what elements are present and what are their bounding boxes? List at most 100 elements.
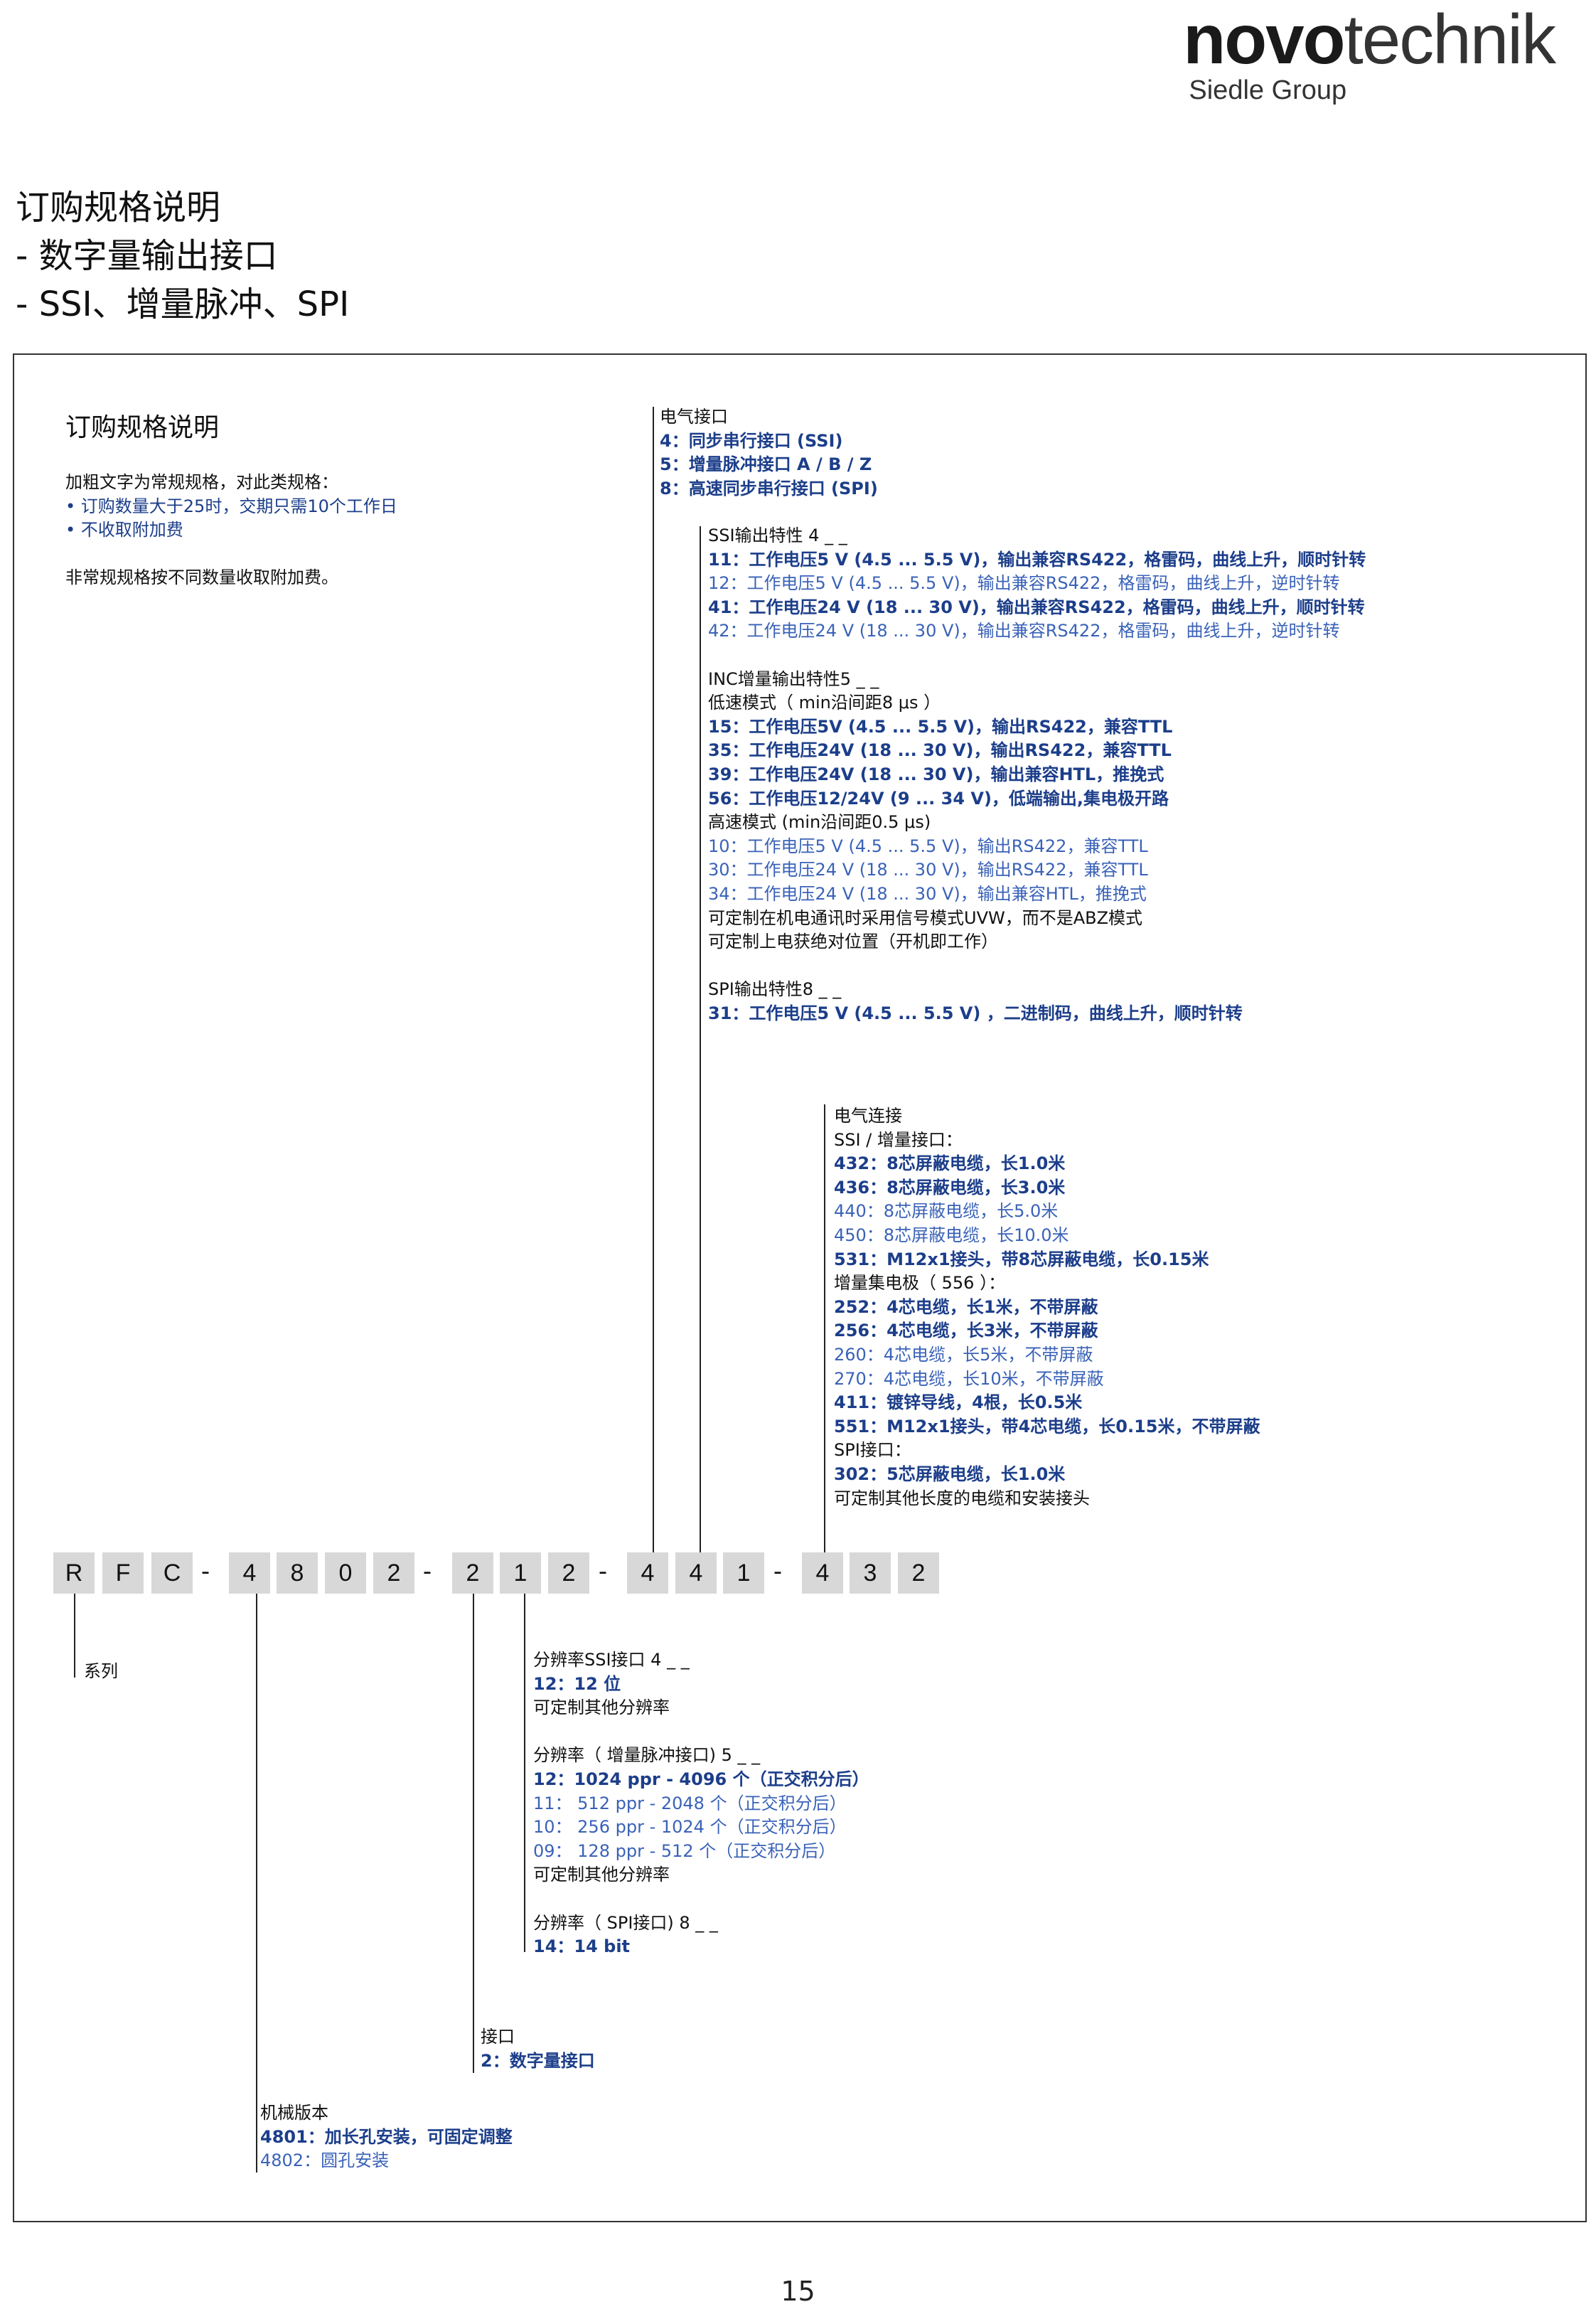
intro-text: 非常规规格按不同数量收取附加费。: [65, 567, 338, 588]
section-title: 机械版本: [260, 2103, 328, 2123]
connector-line-series: [74, 1594, 75, 1678]
code-char: 2: [898, 1552, 939, 1594]
intro-heading: 订购规格说明: [65, 413, 220, 442]
code-char: 0: [325, 1552, 366, 1594]
page-title-line: 订购规格说明: [16, 188, 221, 228]
option-item: 42：工作电压24 V (18 ... 30 V)，输出兼容RS422，格雷码，…: [708, 621, 1340, 641]
option-item: 41：工作电压24 V (18 ... 30 V)，输出兼容RS422，格雷码，…: [708, 597, 1365, 617]
intro-bullet: • 不收取附加费: [65, 520, 183, 540]
note-text: 可定制上电获绝对位置（开机即工作）: [708, 932, 998, 952]
option-item: 4802：圆孔安装: [260, 2150, 390, 2171]
option-item: 411：镀锌导线，4根，长0.5米: [834, 1392, 1083, 1413]
option-item: 440：8芯屏蔽电缆，长5.0米: [834, 1201, 1059, 1222]
option-item: 432：8芯屏蔽电缆，长1.0米: [834, 1153, 1066, 1174]
option-item: 450：8芯屏蔽电缆，长10.0米: [834, 1225, 1069, 1245]
subsection-title: 低速模式（ min沿间距8 μs ）: [708, 693, 941, 713]
option-item: 39：工作电压24V (18 ... 30 V)，输出兼容HTL，推挽式: [708, 764, 1164, 784]
code-char: 2: [373, 1552, 414, 1594]
option-item: 270：4芯电缆，长10米，不带屏蔽: [834, 1368, 1104, 1389]
option-item: 31：工作电压5 V (4.5 ... 5.5 V) ，二进制码，曲线上升，顺时…: [708, 1003, 1243, 1023]
page-title-line: - SSI、增量脉冲、SPI: [16, 284, 350, 324]
code-char: 4: [802, 1552, 843, 1594]
logo-subtitle: Siedle Group: [1189, 75, 1347, 105]
subsection-title: SPI接口：: [834, 1440, 911, 1461]
option-item: 12：工作电压5 V (4.5 ... 5.5 V)，输出兼容RS422，格雷码…: [708, 573, 1340, 594]
section-title: 分辨率（ SPI接口) 8 _ _: [533, 1912, 718, 1933]
subsection-title: 增量集电极（ 556 ）：: [834, 1273, 1006, 1294]
option-item: 5：增量脉冲接口 A / B / Z: [660, 454, 872, 475]
option-item: 302：5芯屏蔽电缆，长1.0米: [834, 1464, 1066, 1484]
page-title: 订购规格说明 - 数字量输出接口 - SSI、增量脉冲、SPI: [16, 183, 349, 329]
section-title: SPI输出特性8 _ _: [708, 979, 842, 1000]
intro-text: 加粗文字为常规规格，对此类规格：: [65, 472, 338, 492]
code-char: 2: [548, 1552, 589, 1594]
logo-bold-text: novo: [1183, 0, 1345, 78]
option-item: 551：M12x1接头，带4芯电缆，长0.15米，不带屏蔽: [834, 1416, 1260, 1436]
option-item: 10： 256 ppr - 1024 个（正交积分后）: [533, 1817, 847, 1838]
code-char: 4: [675, 1552, 717, 1594]
option-item: 11：工作电压5 V (4.5 ... 5.5 V)，输出兼容RS422，格雷码…: [708, 549, 1366, 570]
section-title: 分辨率（ 增量脉冲接口) 5 _ _: [533, 1745, 761, 1766]
code-dash: -: [422, 1557, 432, 1586]
note-text: 可定制其他分辨率: [533, 1865, 670, 1885]
code-char: 2: [452, 1552, 493, 1594]
connector-line-electrical-interface: [653, 407, 654, 1552]
electrical-connection-section: 电气连接 SSI / 增量接口： 432：8芯屏蔽电缆，长1.0米 436：8芯…: [834, 1104, 1260, 1510]
code-char: F: [102, 1552, 144, 1594]
resolution-section: 分辨率SSI接口 4 _ _ 12：12 位 可定制其他分辨率 分辨率（ 增量脉…: [533, 1648, 869, 1959]
code-char: 8: [277, 1552, 318, 1594]
option-item: 8：高速同步串行接口 (SPI): [660, 478, 878, 499]
code-char: 4: [229, 1552, 270, 1594]
section-title: 电气接口: [660, 407, 728, 427]
code-dash: -: [773, 1557, 783, 1586]
subsection-title: SSI / 增量接口：: [834, 1129, 963, 1150]
logo-light-text: technik: [1344, 0, 1556, 78]
section-title: INC增量输出特性5 _ _: [708, 668, 879, 689]
order-spec-frame: [13, 353, 1587, 2222]
option-item: 34：工作电压24 V (18 ... 30 V)，输出兼容HTL，推挽式: [708, 883, 1147, 904]
section-title: 电气连接: [834, 1106, 902, 1126]
code-char: 4: [627, 1552, 668, 1594]
note-text: 可定制其他分辨率: [533, 1697, 670, 1718]
option-item: 14：14 bit: [533, 1936, 631, 1957]
section-title: SSI输出特性 4 _ _: [708, 526, 847, 545]
section-title: 分辨率SSI接口 4 _ _: [533, 1650, 690, 1670]
option-item: 12：1024 ppr - 4096 个（正交积分后）: [533, 1769, 869, 1789]
note-text: 可定制在机电通讯时采用信号模式UVW，而不是ABZ模式: [708, 907, 1143, 928]
electrical-interface-section: 电气接口 4：同步串行接口 (SSI) 5：增量脉冲接口 A / B / Z 8…: [660, 405, 878, 501]
intro-bullet: • 订购数量大于25时，交期只需10个工作日: [65, 496, 397, 516]
connector-line-output: [700, 526, 701, 1552]
option-item: 436：8芯屏蔽电缆，长3.0米: [834, 1177, 1066, 1198]
output-characteristics-section: SSI输出特性 4 _ _ 11：工作电压5 V (4.5 ... 5.5 V)…: [708, 524, 1366, 1025]
option-item: 4801：加长孔安装，可固定调整: [260, 2126, 513, 2147]
option-item: 252：4芯电缆，长1米，不带屏蔽: [834, 1296, 1098, 1317]
option-item: 2：数字量接口: [481, 2050, 595, 2071]
option-item: 11： 512 ppr - 2048 个（正交积分后）: [533, 1793, 847, 1813]
option-item: 256：4芯电缆，长3米，不带屏蔽: [834, 1321, 1098, 1341]
connector-line-mechanical: [256, 1594, 257, 2173]
option-item: 4：同步串行接口 (SSI): [660, 430, 843, 451]
intro-section: 订购规格说明 加粗文字为常规规格，对此类规格： • 订购数量大于25时，交期只需…: [65, 407, 397, 590]
option-item: 10：工作电压5 V (4.5 ... 5.5 V)，输出RS422，兼容TTL: [708, 836, 1148, 856]
option-item: 56：工作电压12/24V (9 ... 34 V)，低端输出,集电极开路: [708, 788, 1169, 809]
company-logo: novotechnik Siedle Group: [1183, 4, 1556, 106]
code-char: 3: [850, 1552, 891, 1594]
series-label: 系列: [84, 1661, 118, 1681]
option-item: 12：12 位: [533, 1673, 621, 1694]
section-title: 接口: [481, 2027, 515, 2047]
note-text: 可定制其他长度的电缆和安装接头: [834, 1488, 1090, 1508]
connector-line-resolution: [524, 1594, 525, 1952]
code-char: 1: [500, 1552, 541, 1594]
connector-line-interface: [473, 1594, 474, 2073]
interface-section: 接口 2：数字量接口: [481, 2025, 595, 2073]
mechanical-version-section: 机械版本 4801：加长孔安装，可固定调整 4802：圆孔安装: [260, 2101, 513, 2173]
code-char: C: [151, 1552, 193, 1594]
option-item: 35：工作电压24V (18 ... 30 V)，输出RS422，兼容TTL: [708, 740, 1172, 761]
code-char: 1: [723, 1552, 764, 1594]
code-dash: -: [200, 1557, 210, 1586]
option-item: 09： 128 ppr - 512 个（正交积分后）: [533, 1840, 836, 1861]
option-item: 15：工作电压5V (4.5 ... 5.5 V)，输出RS422，兼容TTL: [708, 716, 1173, 737]
subsection-title: 高速模式 (min沿间距0.5 μs): [708, 812, 931, 833]
connector-line-connection: [824, 1104, 825, 1552]
option-item: 30：工作电压24 V (18 ... 30 V)，输出RS422，兼容TTL: [708, 860, 1148, 880]
